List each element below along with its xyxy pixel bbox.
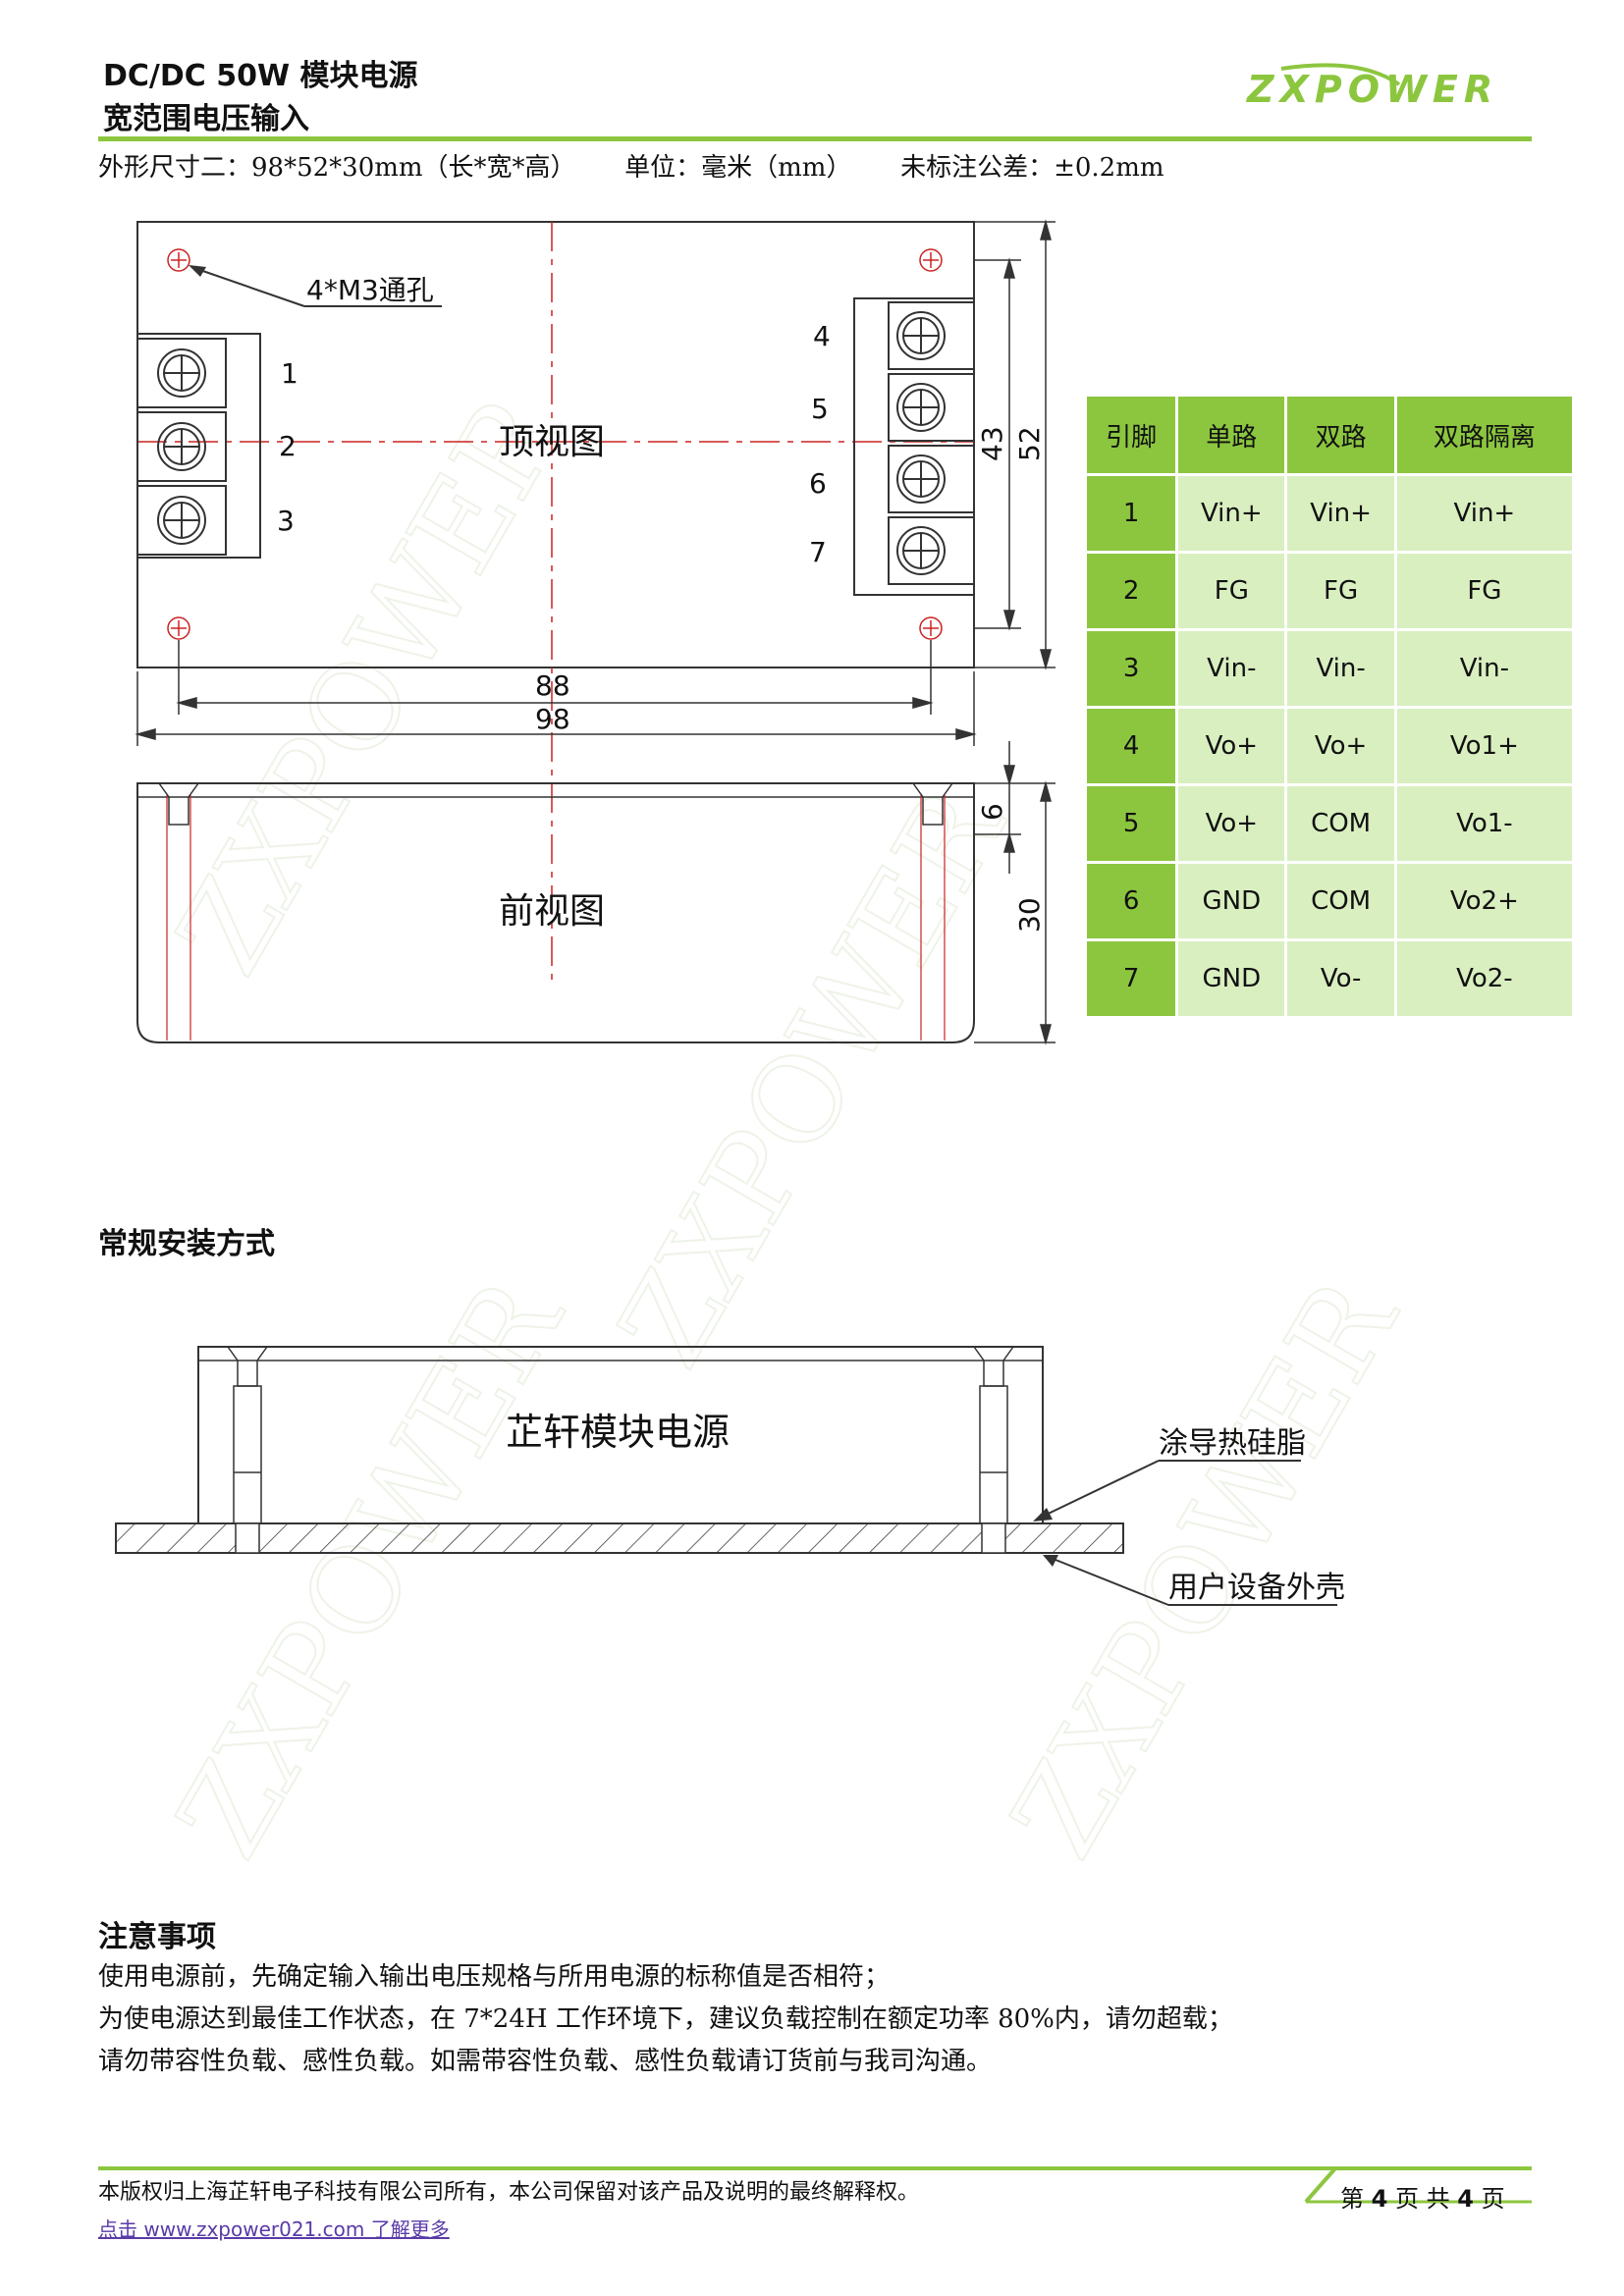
page-mid: 页 共 — [1394, 2185, 1450, 2213]
document-title: DC/DC 50W 模块电源 — [103, 59, 418, 93]
pin-number: 5 — [1083, 783, 1179, 864]
table-row: 4 Vo+ Vo+ Vo1+ — [1083, 706, 1576, 786]
dim-88: 88 — [535, 669, 570, 702]
table-row: 5 Vo+ COM Vo1- — [1083, 783, 1576, 864]
document-subtitle: 宽范围电压输入 — [103, 102, 309, 136]
dual-isolated-value: FG — [1393, 551, 1576, 631]
website-link[interactable]: 点击 www.zxpower021.com 了解更多 — [98, 2217, 450, 2241]
dim-43: 43 — [976, 426, 1008, 461]
single-value: GND — [1175, 938, 1288, 1019]
notes-title: 注意事项 — [98, 1920, 216, 1954]
front-view-label: 前视图 — [499, 891, 605, 932]
pin-number: 3 — [1083, 628, 1179, 709]
left-pin-2: 2 — [279, 430, 297, 462]
pin-number: 4 — [1083, 706, 1179, 786]
page-number: 第 4 页 共 4 页 — [1340, 2179, 1505, 2214]
copyright-notice: 本版权归上海芷轩电子科技有限公司所有，本公司保留对该产品及说明的最终解释权。 — [98, 2180, 920, 2205]
install-section-title: 常规安装方式 — [98, 1227, 275, 1261]
dim-6: 6 — [976, 803, 1008, 821]
single-value: Vin- — [1175, 628, 1288, 709]
left-pin-3: 3 — [277, 505, 295, 537]
header-pin: 引脚 — [1083, 394, 1179, 476]
logo-text: ZXPOWER — [1246, 68, 1498, 111]
dual-isolated-value: Vo1+ — [1393, 706, 1576, 786]
single-value: GND — [1175, 861, 1288, 941]
pin-number: 7 — [1083, 938, 1179, 1019]
grease-label: 涂导热硅脂 — [1159, 1426, 1306, 1461]
dual-value: FG — [1284, 551, 1397, 631]
spec-unit: 单位：毫米（mm） — [624, 153, 852, 183]
housing-label: 用户设备外壳 — [1168, 1571, 1345, 1605]
dual-isolated-value: Vin- — [1393, 628, 1576, 709]
table-row: 2 FG FG FG — [1083, 551, 1576, 631]
spec-size: 外形尺寸二：98*52*30mm（长*宽*高） — [98, 153, 576, 183]
pin-table-header: 引脚 单路 双路 双路隔离 — [1083, 394, 1576, 476]
dual-value: Vin+ — [1284, 473, 1397, 554]
note-line-3: 请勿带容性负载、感性负载。如需带容性负载、感性负载请订货前与我司沟通。 — [98, 2047, 993, 2076]
right-pin-6: 6 — [809, 467, 827, 500]
right-pin-5: 5 — [811, 393, 829, 425]
dim-30: 30 — [1013, 897, 1046, 933]
installation-diagram: 芷轩模块电源 涂导热硅脂 用户设备外壳 — [115, 1346, 1345, 1606]
footer-rule — [98, 2166, 1532, 2204]
note-line-1: 使用电源前，先确定输入输出电压规格与所用电源的标称值是否相符； — [98, 1962, 891, 1992]
mechanical-drawing: 4*M3通孔 1 2 3 4 5 6 7 顶视图 88 98 — [135, 219, 1056, 1045]
dual-isolated-value: Vo1- — [1393, 783, 1576, 864]
single-value: Vo+ — [1175, 783, 1288, 864]
header-rule — [98, 136, 1532, 141]
header-dual: 双路 — [1284, 394, 1397, 476]
page-current: 4 — [1371, 2185, 1388, 2213]
pin-number: 6 — [1083, 861, 1179, 941]
table-row: 6 GND COM Vo2+ — [1083, 861, 1576, 941]
dim-98: 98 — [535, 703, 570, 735]
table-row: 7 GND Vo- Vo2- — [1083, 938, 1576, 1019]
dim-52: 52 — [1013, 426, 1046, 461]
single-value: Vo+ — [1175, 706, 1288, 786]
dual-value: Vo- — [1284, 938, 1397, 1019]
dual-value: COM — [1284, 861, 1397, 941]
page-suffix: 页 — [1481, 2185, 1505, 2213]
dual-isolated-value: Vo2+ — [1393, 861, 1576, 941]
single-value: FG — [1175, 551, 1288, 631]
right-pin-7: 7 — [809, 536, 827, 568]
brand-logo: ZXPOWER — [1246, 63, 1498, 111]
pin-number: 1 — [1083, 473, 1179, 554]
dual-value: COM — [1284, 783, 1397, 864]
header-dual-isolated: 双路隔离 — [1393, 394, 1576, 476]
table-row: 1 Vin+ Vin+ Vin+ — [1083, 473, 1576, 554]
top-view-label: 顶视图 — [499, 422, 605, 462]
single-value: Vin+ — [1175, 473, 1288, 554]
spec-tolerance: 未标注公差：±0.2mm — [900, 153, 1164, 183]
spec-line: 外形尺寸二：98*52*30mm（长*宽*高） 单位：毫米（mm） 未标注公差：… — [98, 147, 1164, 184]
module-label: 芷轩模块电源 — [506, 1411, 730, 1454]
page-prefix: 第 — [1340, 2185, 1364, 2213]
pin-number: 2 — [1083, 551, 1179, 631]
hole-label: 4*M3通孔 — [306, 274, 434, 306]
table-row: 3 Vin- Vin- Vin- — [1083, 628, 1576, 709]
note-line-2: 为使电源达到最佳工作状态，在 7*24H 工作环境下，建议负载控制在额定功率 8… — [98, 2004, 1233, 2034]
right-pin-4: 4 — [813, 320, 831, 352]
page-total: 4 — [1457, 2185, 1474, 2213]
dual-isolated-value: Vo2- — [1393, 938, 1576, 1019]
left-pin-1: 1 — [281, 357, 298, 390]
header-single: 单路 — [1175, 394, 1288, 476]
dual-value: Vin- — [1284, 628, 1397, 709]
pin-table: 引脚 单路 双路 双路隔离 1 Vin+ Vin+ Vin+ 2 FG FG F… — [1083, 394, 1576, 1019]
dual-value: Vo+ — [1284, 706, 1397, 786]
dual-isolated-value: Vin+ — [1393, 473, 1576, 554]
